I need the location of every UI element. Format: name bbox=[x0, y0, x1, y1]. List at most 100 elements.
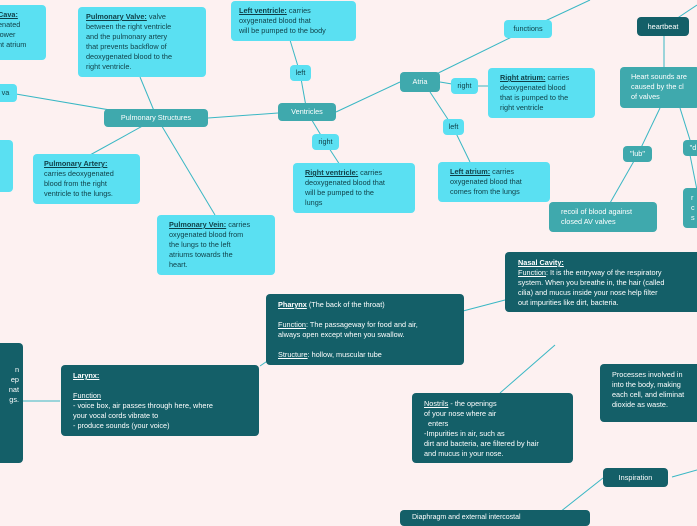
left-atrium-line-2: oxygenated blood that bbox=[450, 177, 522, 186]
pulmonary-vein-line-2: oxygenated blood from bbox=[169, 230, 244, 239]
nostrils-line-3: enters bbox=[424, 419, 449, 428]
right-ventricle-node[interactable]: Right ventricle: carries deoxygenated bl… bbox=[293, 163, 415, 213]
pulmonary-vein-title: Pulmonary Vein: bbox=[169, 220, 227, 229]
larynx-line-2: your vocal cords vibrate to bbox=[73, 411, 159, 420]
right-ventricle-line-1: carries bbox=[360, 168, 383, 177]
right-partial-line-1: r bbox=[691, 193, 694, 202]
atria-left-label-node[interactable]: left bbox=[443, 119, 464, 135]
left-partial-node[interactable]: n ep nat gs. bbox=[0, 343, 23, 463]
right-partial-node[interactable]: r c s bbox=[683, 188, 697, 228]
atria-label: Atria bbox=[412, 77, 428, 86]
ventricles-right-label: right bbox=[318, 137, 333, 146]
processes-line-2: into the body, making bbox=[612, 380, 681, 389]
right-atrium-title: Right atrium: bbox=[500, 73, 546, 82]
left-partial-line-5: ep bbox=[10, 375, 19, 384]
heartbeat-node[interactable]: heartbeat bbox=[637, 17, 689, 36]
vena-cava-text-node[interactable]: Cava: enated lower nt atrium bbox=[0, 5, 46, 60]
processes-line-1: Processes involved in bbox=[612, 370, 683, 379]
nostrils-line-6: and mucus in your nose. bbox=[424, 449, 504, 458]
processes-line-4: dioxide as waste. bbox=[612, 400, 668, 409]
pulmonary-vein-line-1: carries bbox=[228, 220, 251, 229]
nasal-cavity-node[interactable]: Nasal Cavity: Function: It is the entryw… bbox=[505, 252, 697, 312]
ventricles-node[interactable]: Ventricles bbox=[278, 103, 336, 121]
left-atrium-title: Left atrium: bbox=[450, 167, 491, 176]
atria-node[interactable]: Atria bbox=[400, 72, 440, 92]
heart-sounds-node[interactable]: Heart sounds are caused by the cl of val… bbox=[620, 67, 697, 108]
dub-partial-node[interactable]: "d bbox=[683, 140, 697, 156]
recoil-node[interactable]: recoil of blood against closed AV valves bbox=[549, 202, 657, 232]
heart-sounds-line-2: caused by the cl bbox=[631, 82, 684, 91]
processes-line-3: each cell, and eliminat bbox=[612, 390, 685, 399]
pulmonary-artery-node[interactable]: Pulmonary Artery: carries deoxygenated b… bbox=[33, 154, 140, 204]
right-partial-line-2: c bbox=[691, 203, 695, 212]
nostrils-node[interactable]: Nostrils - the openings of your nose whe… bbox=[412, 393, 573, 463]
recoil-line-2: closed AV valves bbox=[561, 217, 616, 226]
larynx-line-1: - voice box, air passes through here, wh… bbox=[73, 401, 213, 410]
lub-node[interactable]: "lub" bbox=[623, 146, 652, 162]
larynx-title: Larynx: bbox=[73, 371, 100, 380]
vena-cava-partial-label: va bbox=[1, 88, 10, 97]
left-ventricle-title: Left ventricle: bbox=[239, 6, 287, 15]
right-partial-line-3: s bbox=[691, 213, 695, 222]
vena-cava-line-3: nt atrium bbox=[0, 40, 27, 49]
right-ventricle-line-3: will be pumped to the bbox=[305, 188, 374, 197]
nasal-cavity-title: Nasal Cavity: bbox=[518, 258, 564, 267]
heartbeat-label: heartbeat bbox=[647, 21, 679, 31]
pulmonary-structures-node[interactable]: Pulmonary Structures bbox=[104, 109, 208, 127]
left-edge-partial-node[interactable] bbox=[0, 140, 13, 192]
vena-cava-partial-node[interactable]: va bbox=[0, 84, 17, 102]
left-ventricle-line-3: will be pumped to the body bbox=[239, 26, 326, 35]
nasal-cavity-line-1: : It is the entryway of the respiratory bbox=[546, 268, 662, 277]
left-ventricle-line-2: oxygenated blood that bbox=[239, 16, 311, 25]
pharynx-structure-label: Structure bbox=[278, 350, 308, 359]
right-atrium-node[interactable]: Right atrium: carries deoxygenated blood… bbox=[488, 68, 595, 118]
left-partial-line-7: nat bbox=[8, 385, 19, 394]
bottom-partial-text: Diaphragm and external intercostal bbox=[412, 514, 521, 521]
pulmonary-valve-line-6: right ventricle. bbox=[86, 62, 132, 71]
left-atrium-node[interactable]: Left atrium: carries oxygenated blood th… bbox=[438, 162, 550, 202]
pulmonary-vein-line-5: heart. bbox=[169, 260, 188, 269]
pharynx-title-suffix: (The back of the throat) bbox=[306, 300, 385, 309]
larynx-node[interactable]: Larynx: Function - voice box, air passes… bbox=[61, 365, 259, 436]
right-atrium-line-1: carries bbox=[547, 73, 570, 82]
right-atrium-line-2: deoxygenated blood bbox=[500, 83, 566, 92]
ventricles-left-label-node[interactable]: left bbox=[290, 65, 311, 81]
dub-partial-label: "d bbox=[689, 143, 697, 152]
pulmonary-valve-node[interactable]: Pulmonary Valve: valve between the right… bbox=[78, 7, 206, 77]
pharynx-node[interactable]: Pharynx (The back of the throat) Functio… bbox=[266, 294, 464, 365]
right-atrium-line-4: right ventricle bbox=[500, 103, 544, 112]
ventricles-right-label-node[interactable]: right bbox=[312, 134, 339, 150]
larynx-function-label: Function bbox=[73, 391, 101, 400]
nasal-cavity-function-label: Function bbox=[518, 268, 546, 277]
inspiration-label: Inspiration bbox=[618, 472, 653, 482]
vena-cava-line-2: lower bbox=[0, 30, 16, 39]
processes-node[interactable]: Processes involved in into the body, mak… bbox=[600, 364, 697, 422]
functions-label: functions bbox=[513, 24, 543, 33]
pharynx-function-label: Function bbox=[278, 320, 306, 329]
ventricles-left-label: left bbox=[295, 68, 306, 77]
ventricles-label: Ventricles bbox=[291, 107, 323, 116]
nostrils-line-2: of your nose where air bbox=[424, 409, 497, 418]
vena-cava-title: Cava: bbox=[0, 10, 18, 19]
lub-label: "lub" bbox=[630, 149, 645, 158]
nasal-cavity-line-4: out impurities like dirt, bacteria. bbox=[518, 298, 619, 307]
larynx-line-3: - produce sounds (your voice) bbox=[73, 421, 170, 430]
atria-right-label-node[interactable]: right bbox=[451, 78, 478, 94]
heart-sounds-line-3: of valves bbox=[631, 92, 660, 101]
left-ventricle-node[interactable]: Left ventricle: carries oxygenated blood… bbox=[231, 1, 356, 41]
pulmonary-artery-line-3: ventricle to the lungs. bbox=[44, 189, 113, 198]
inspiration-node[interactable]: Inspiration bbox=[603, 468, 668, 487]
pulmonary-vein-node[interactable]: Pulmonary Vein: carries oxygenated blood… bbox=[157, 215, 275, 275]
nasal-cavity-line-3: cilia) and mucus inside your nose help f… bbox=[518, 288, 658, 297]
bottom-partial-node[interactable]: Diaphragm and external intercostal bbox=[400, 510, 590, 526]
pulmonary-valve-line-3: and the pulmonary artery bbox=[86, 32, 168, 41]
nostrils-line-4: -Impurities in air, such as bbox=[424, 429, 505, 438]
pulmonary-structures-label: Pulmonary Structures bbox=[120, 113, 192, 122]
pharynx-structure-text: : hollow, muscular tube bbox=[307, 350, 382, 359]
pulmonary-valve-line-4: that prevents backflow of bbox=[86, 42, 167, 51]
functions-node[interactable]: functions bbox=[504, 20, 552, 38]
pharynx-title: Pharynx bbox=[278, 300, 307, 309]
right-ventricle-title: Right ventricle: bbox=[305, 168, 359, 177]
atria-left-label: left bbox=[448, 122, 459, 131]
pulmonary-valve-line-5: deoxygenated blood to the bbox=[86, 52, 173, 61]
